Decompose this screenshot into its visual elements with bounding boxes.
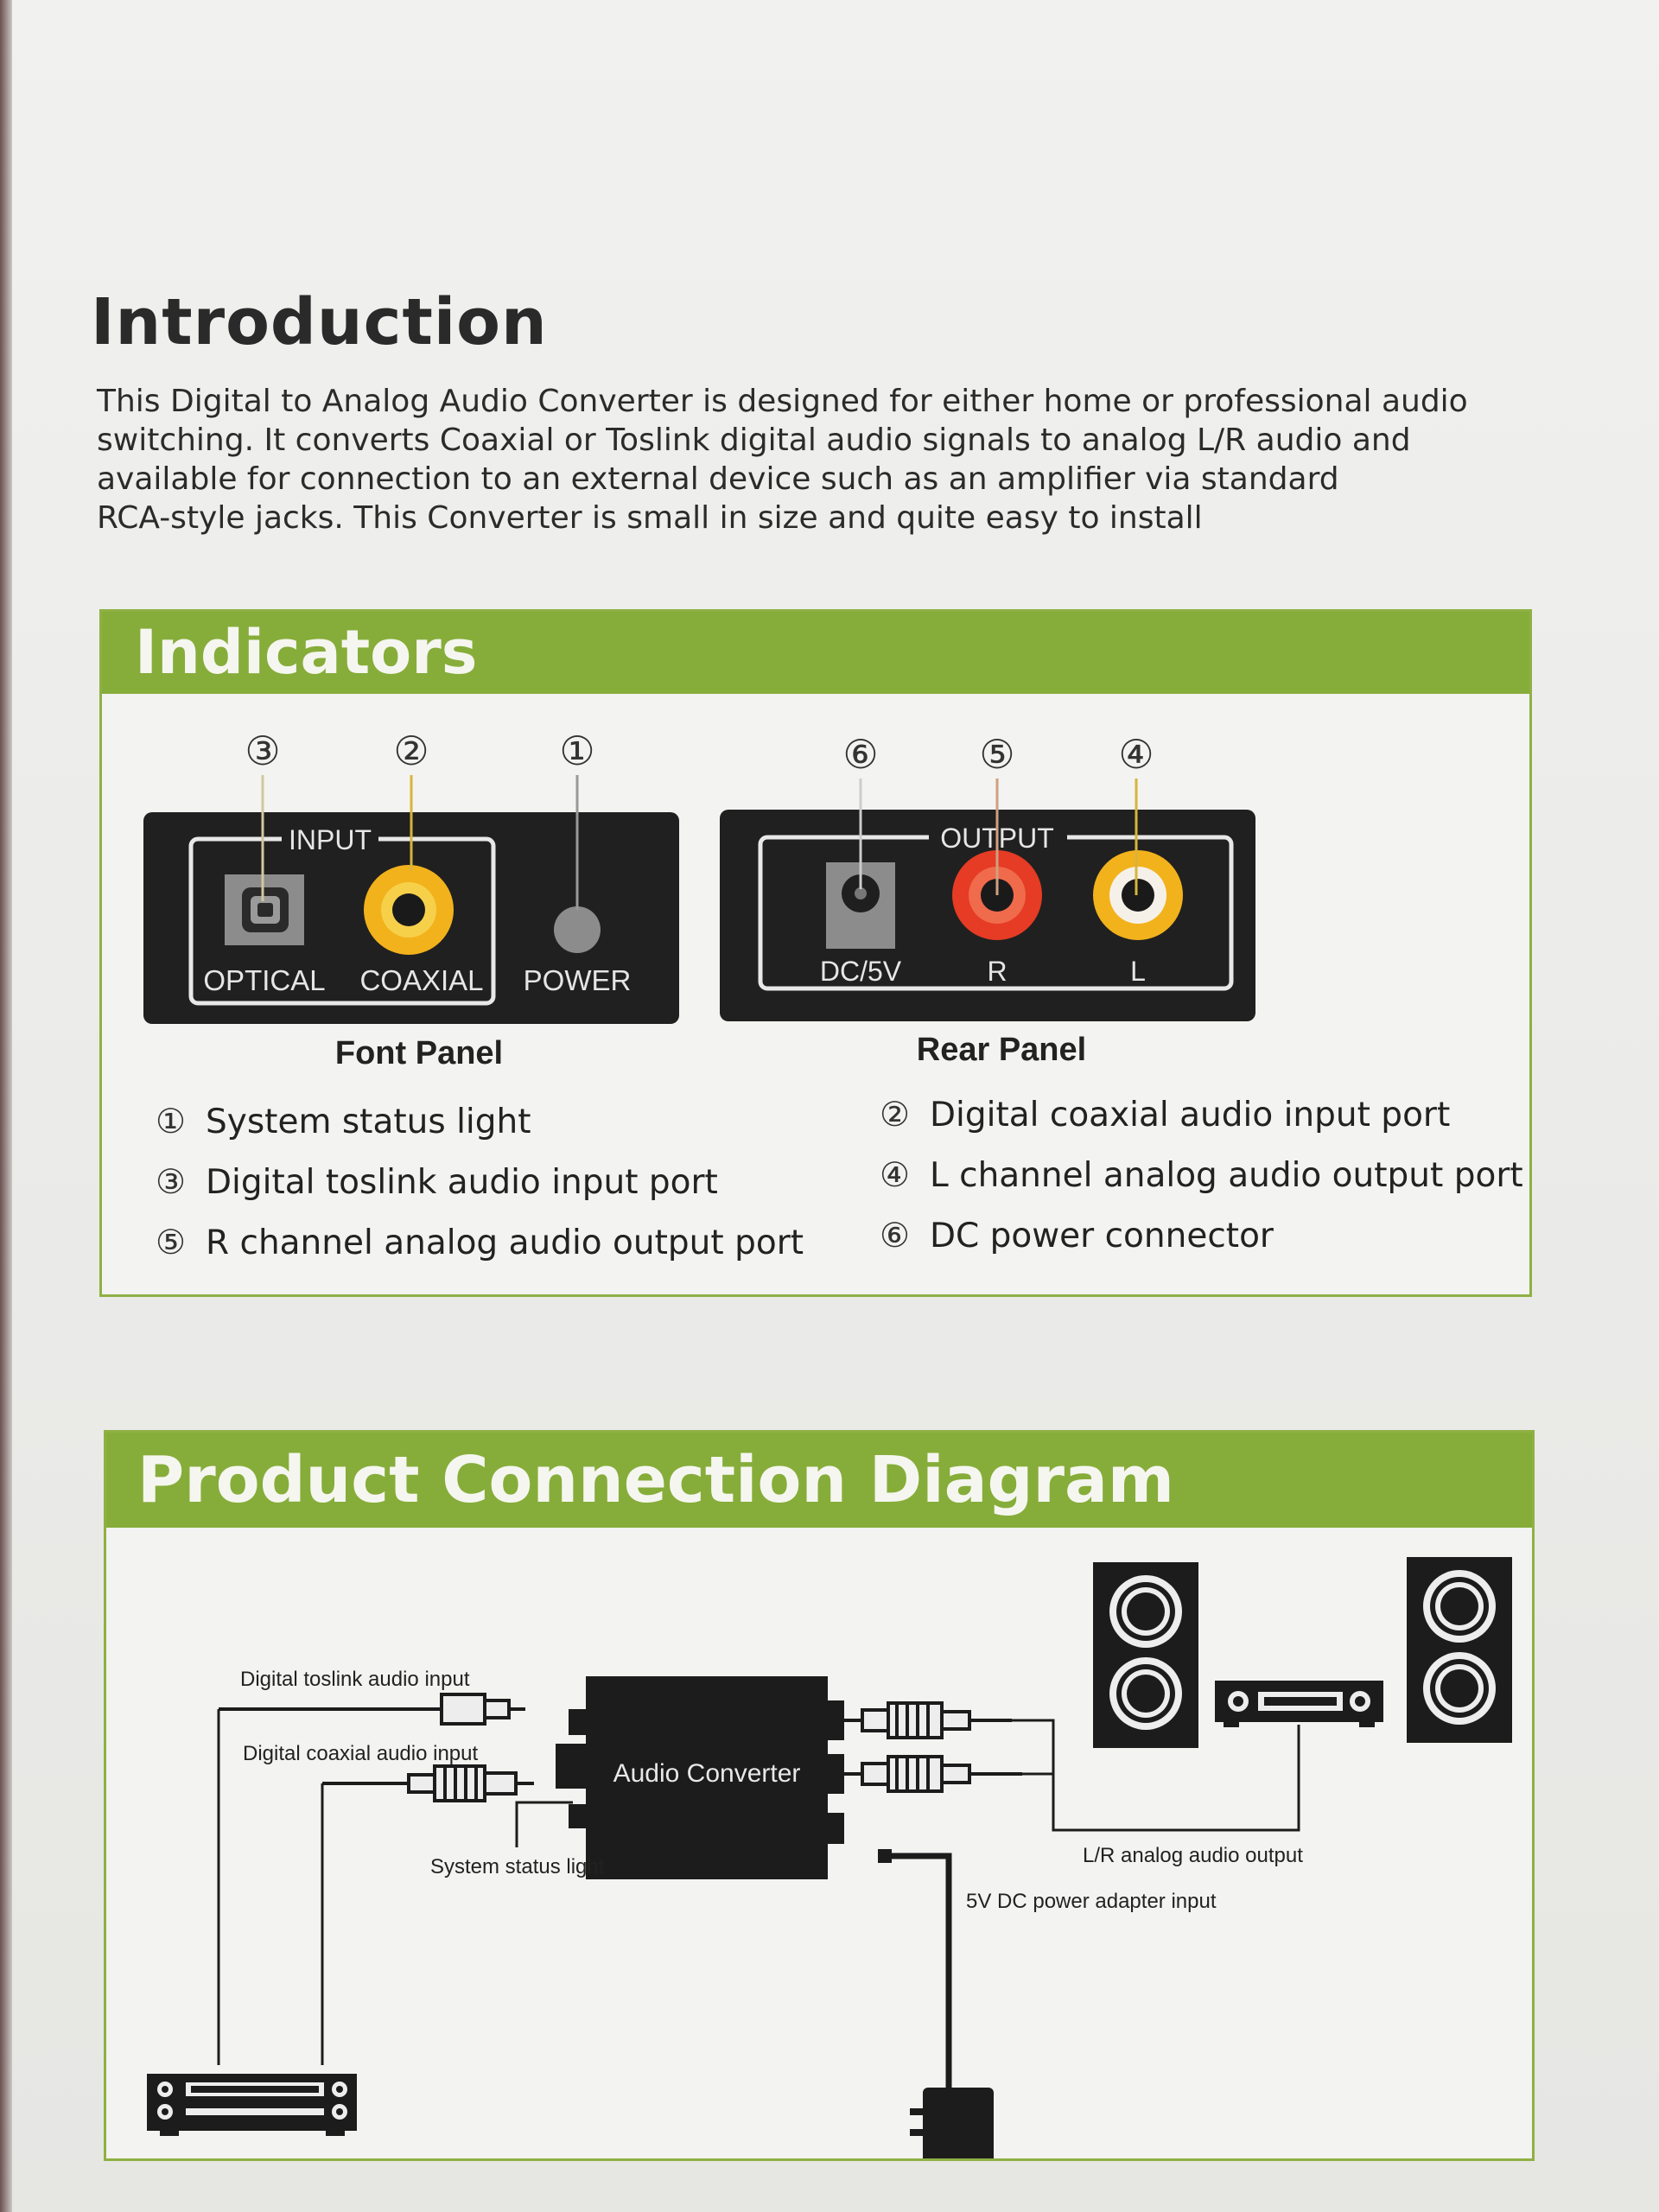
- indicators-title: Indicators: [102, 612, 1529, 694]
- panels-diagram: ③ ② ① ⑥ ⑤ ④ INPUT: [143, 728, 1255, 1071]
- connection-section: Product Connection Diagram: [104, 1430, 1535, 2161]
- front-panel-caption: Font Panel: [335, 1035, 503, 1071]
- connection-diagram: Audio Converter: [147, 1557, 1512, 2158]
- lr-output-label: L/R analog audio output: [1083, 1844, 1303, 1867]
- left-speaker: [1093, 1562, 1198, 1748]
- converter-label: Audio Converter: [613, 1759, 801, 1788]
- connection-title: Product Connection Diagram: [106, 1433, 1532, 1528]
- callout-l: ④: [1118, 732, 1154, 777]
- audio-converter-device: Audio Converter: [556, 1676, 844, 1879]
- legend-item: ① System status light: [156, 1103, 531, 1141]
- optical-port: [225, 874, 304, 945]
- l-label: L: [1130, 956, 1146, 987]
- power-led: [554, 906, 601, 953]
- input-group-label: INPUT: [289, 824, 372, 855]
- power-label: POWER: [524, 964, 632, 996]
- legend-number: ⑤: [156, 1224, 186, 1262]
- callout-optical: ③: [245, 728, 280, 773]
- dc-label: DC/5V: [820, 956, 902, 987]
- toslink-input-plug: [219, 1693, 525, 1726]
- legend-number: ⑥: [880, 1217, 910, 1255]
- intro-line: This Digital to Analog Audio Converter i…: [97, 384, 1468, 419]
- legend-item: ⑥ DC power connector: [880, 1217, 1274, 1255]
- legend-text: R channel analog audio output port: [206, 1224, 804, 1262]
- coaxial-label: COAXIAL: [359, 964, 483, 996]
- rca-plug-l: [844, 1755, 1022, 1793]
- rca-plug-r: [844, 1701, 1012, 1739]
- legend-item: ⑤ R channel analog audio output port: [156, 1224, 804, 1262]
- coaxial-input-label: Digital coaxial audio input: [243, 1742, 479, 1765]
- front-panel: INPUT O: [143, 775, 679, 1024]
- legend-text: Digital coaxial audio input port: [930, 1096, 1451, 1135]
- legend-item: ④ L channel analog audio output port: [880, 1156, 1523, 1195]
- intro-line: available for connection to an external …: [97, 461, 1339, 497]
- intro-line: switching. It converts Coaxial or Toslin…: [97, 423, 1411, 458]
- intro-paragraph: This Digital to Analog Audio Converter i…: [97, 382, 1548, 537]
- page-edge: [0, 0, 12, 2212]
- legend-text: Digital toslink audio input port: [206, 1163, 718, 1202]
- optical-label: OPTICAL: [203, 964, 325, 996]
- intro-title: Introduction: [91, 285, 548, 359]
- callout-coaxial: ②: [393, 728, 429, 773]
- legend-number: ③: [156, 1163, 186, 1202]
- toslink-input-label: Digital toslink audio input: [240, 1668, 470, 1691]
- legend-item: ② Digital coaxial audio input port: [880, 1096, 1450, 1135]
- legend-item: ③ Digital toslink audio input port: [156, 1163, 718, 1202]
- amplifier: [1215, 1681, 1383, 1727]
- output-wire: [1012, 1719, 1300, 1832]
- callout-power: ①: [559, 728, 594, 773]
- right-speaker: [1407, 1557, 1512, 1743]
- legend-text: DC power connector: [930, 1217, 1274, 1255]
- legend-number: ④: [880, 1156, 910, 1195]
- source-device: [147, 2074, 357, 2136]
- rear-panel-caption: Rear Panel: [917, 1032, 1086, 1068]
- power-adapter: [878, 1849, 994, 2158]
- dc-input-label: 5V DC power adapter input: [966, 1890, 1217, 1913]
- legend-text: System status light: [206, 1103, 531, 1141]
- legend-text: L channel analog audio output port: [930, 1156, 1523, 1195]
- legend-number: ②: [880, 1096, 910, 1135]
- r-label: R: [987, 956, 1007, 987]
- legend-number: ①: [156, 1103, 186, 1141]
- status-light-label: System status light: [430, 1855, 605, 1878]
- intro-line: RCA-style jacks. This Converter is small…: [97, 500, 1203, 536]
- indicators-section: Indicators ③ ② ① ⑥ ⑤ ④ INPUT: [99, 609, 1532, 1297]
- rear-panel: OUTPUT: [720, 779, 1255, 1021]
- callout-dc: ⑥: [842, 732, 878, 777]
- coaxial-input-plug: [322, 1764, 534, 1802]
- coaxial-jack: [364, 865, 454, 955]
- l-jack: [1093, 850, 1183, 940]
- status-light-pointer: [515, 1801, 573, 1847]
- callout-r: ⑤: [979, 732, 1014, 777]
